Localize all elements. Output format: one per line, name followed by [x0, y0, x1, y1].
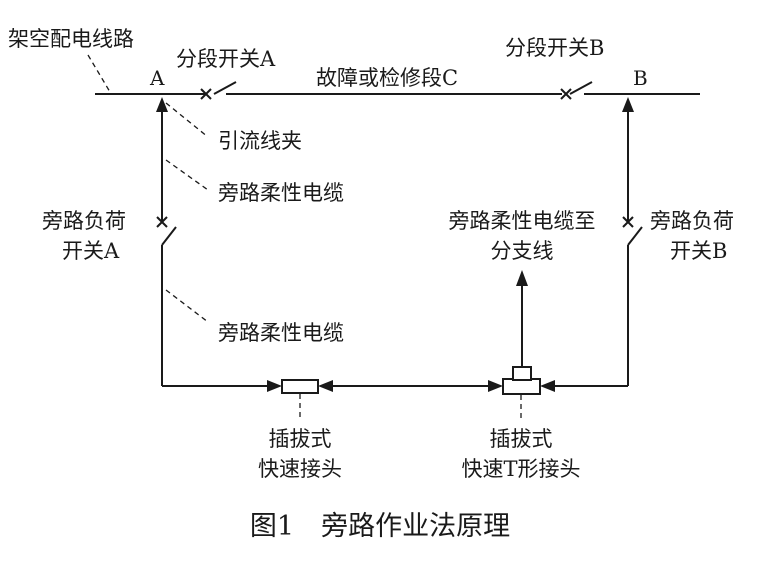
- quick-connector: [281, 379, 319, 394]
- section-switch-a-blade: [213, 81, 237, 95]
- arrow-right-to-t-connector: [488, 380, 503, 392]
- bypass-switch-b-label-line2: 开关B: [670, 239, 727, 263]
- arrow-up-right: [622, 97, 634, 112]
- arrow-left-to-t-connector: [540, 380, 555, 392]
- section-switch-b-label: 分段开关B: [505, 36, 604, 60]
- middle-bypass-cable: [318, 380, 503, 392]
- section-switch-b-blade: [569, 81, 593, 95]
- left-bypass-branch: [156, 97, 282, 392]
- arrow-right-to-connector: [267, 380, 282, 392]
- t-connector: [502, 378, 541, 395]
- figure-caption: 图1 旁路作业法原理: [250, 511, 510, 542]
- drainage-clamp-label: 引流线夹: [218, 129, 302, 153]
- quick-connector-label-line2: 快速接头: [258, 457, 342, 481]
- bypass-switch-a-cross: [156, 216, 168, 228]
- bypass-switch-b-label-line1: 旁路负荷: [650, 209, 734, 233]
- bypass-switch-b-blade: [627, 226, 643, 246]
- bypass-switch-a-label-line1: 旁路负荷: [42, 209, 126, 233]
- overhead-line-label: 架空配电线路: [8, 27, 134, 51]
- t-connector-stub: [512, 366, 532, 381]
- bypass-switch-a-label-line2: 开关A: [62, 239, 120, 263]
- branch-cable-label-line2: 分支线: [491, 239, 554, 263]
- arrow-left-to-connector: [318, 380, 333, 392]
- bypass-cable-lower-leader: [165, 289, 209, 323]
- t-connector-label-line2: 快速T形接头: [461, 457, 580, 481]
- bypass-cable-upper-leader: [165, 159, 209, 191]
- bypass-switch-a-blade: [161, 226, 177, 246]
- section-switch-a-cross: [200, 88, 212, 100]
- bypass-cable-upper-label: 旁路柔性电缆: [218, 181, 344, 205]
- bypass-cable-lower-label: 旁路柔性电缆: [218, 321, 344, 345]
- arrow-up-left: [156, 97, 168, 112]
- branch-cable: [516, 270, 528, 367]
- point-a-label: A: [149, 66, 165, 90]
- right-bypass-branch: [540, 97, 643, 392]
- overhead-line: [95, 81, 700, 100]
- t-connector-label-line1: 插拔式: [490, 427, 553, 451]
- overhead-line-leader: [87, 54, 111, 93]
- branch-cable-label-line1: 旁路柔性电缆至: [449, 209, 596, 233]
- quick-connector-label-line1: 插拔式: [269, 427, 332, 451]
- section-switch-a-label: 分段开关A: [176, 47, 276, 71]
- section-switch-b-cross: [560, 88, 572, 100]
- point-b-label: B: [633, 66, 648, 90]
- drainage-clamp-leader: [165, 102, 209, 138]
- arrow-up-branch: [516, 270, 528, 286]
- fault-section-label: 故障或检修段C: [316, 66, 458, 90]
